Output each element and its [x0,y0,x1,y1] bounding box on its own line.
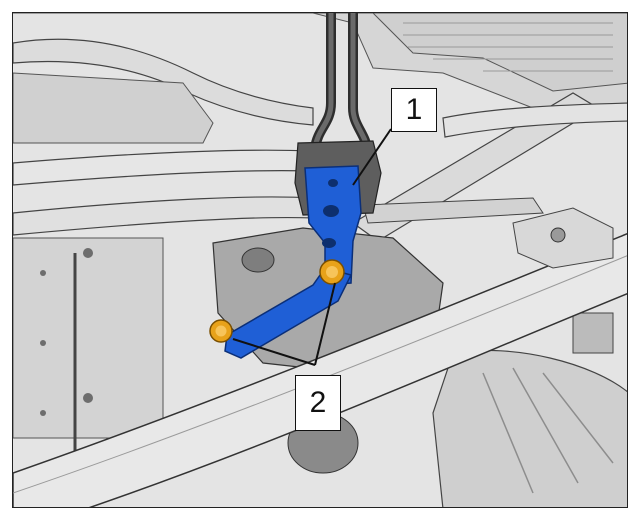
upper-left-tube [13,38,314,126]
right-housing [432,349,627,507]
callout-1: 1 [391,88,437,132]
callout-1-label: 1 [405,93,423,126]
diagram-frame: 1 2 [12,12,628,508]
bolt-icon [209,319,233,343]
mount-bolt-head [241,247,275,273]
housing-ribs [482,367,614,494]
spring-coil [572,312,614,354]
callout-2-label: 2 [309,386,327,419]
right-upper-pipe [442,102,627,138]
bracket-slot-middle [323,205,339,217]
left-side-panel [13,237,164,439]
leader-line-2b [232,338,316,366]
bracket-slot-upper [328,179,338,187]
bolt-icon [319,259,345,285]
bracket-lower-arm [224,267,353,359]
leader-line-2a [314,282,336,366]
radiator-fins [403,22,613,72]
callout-2: 2 [295,375,341,431]
leader-line-1 [352,128,392,186]
upper-left-block [13,72,214,144]
engine-bay-illustration [13,13,627,507]
panel-holes [40,248,93,416]
bracket-upper [304,165,362,286]
right-pipe-horizontal [362,197,544,224]
right-bracket-bolt [550,227,566,243]
bracket-slot-lower [322,238,336,248]
